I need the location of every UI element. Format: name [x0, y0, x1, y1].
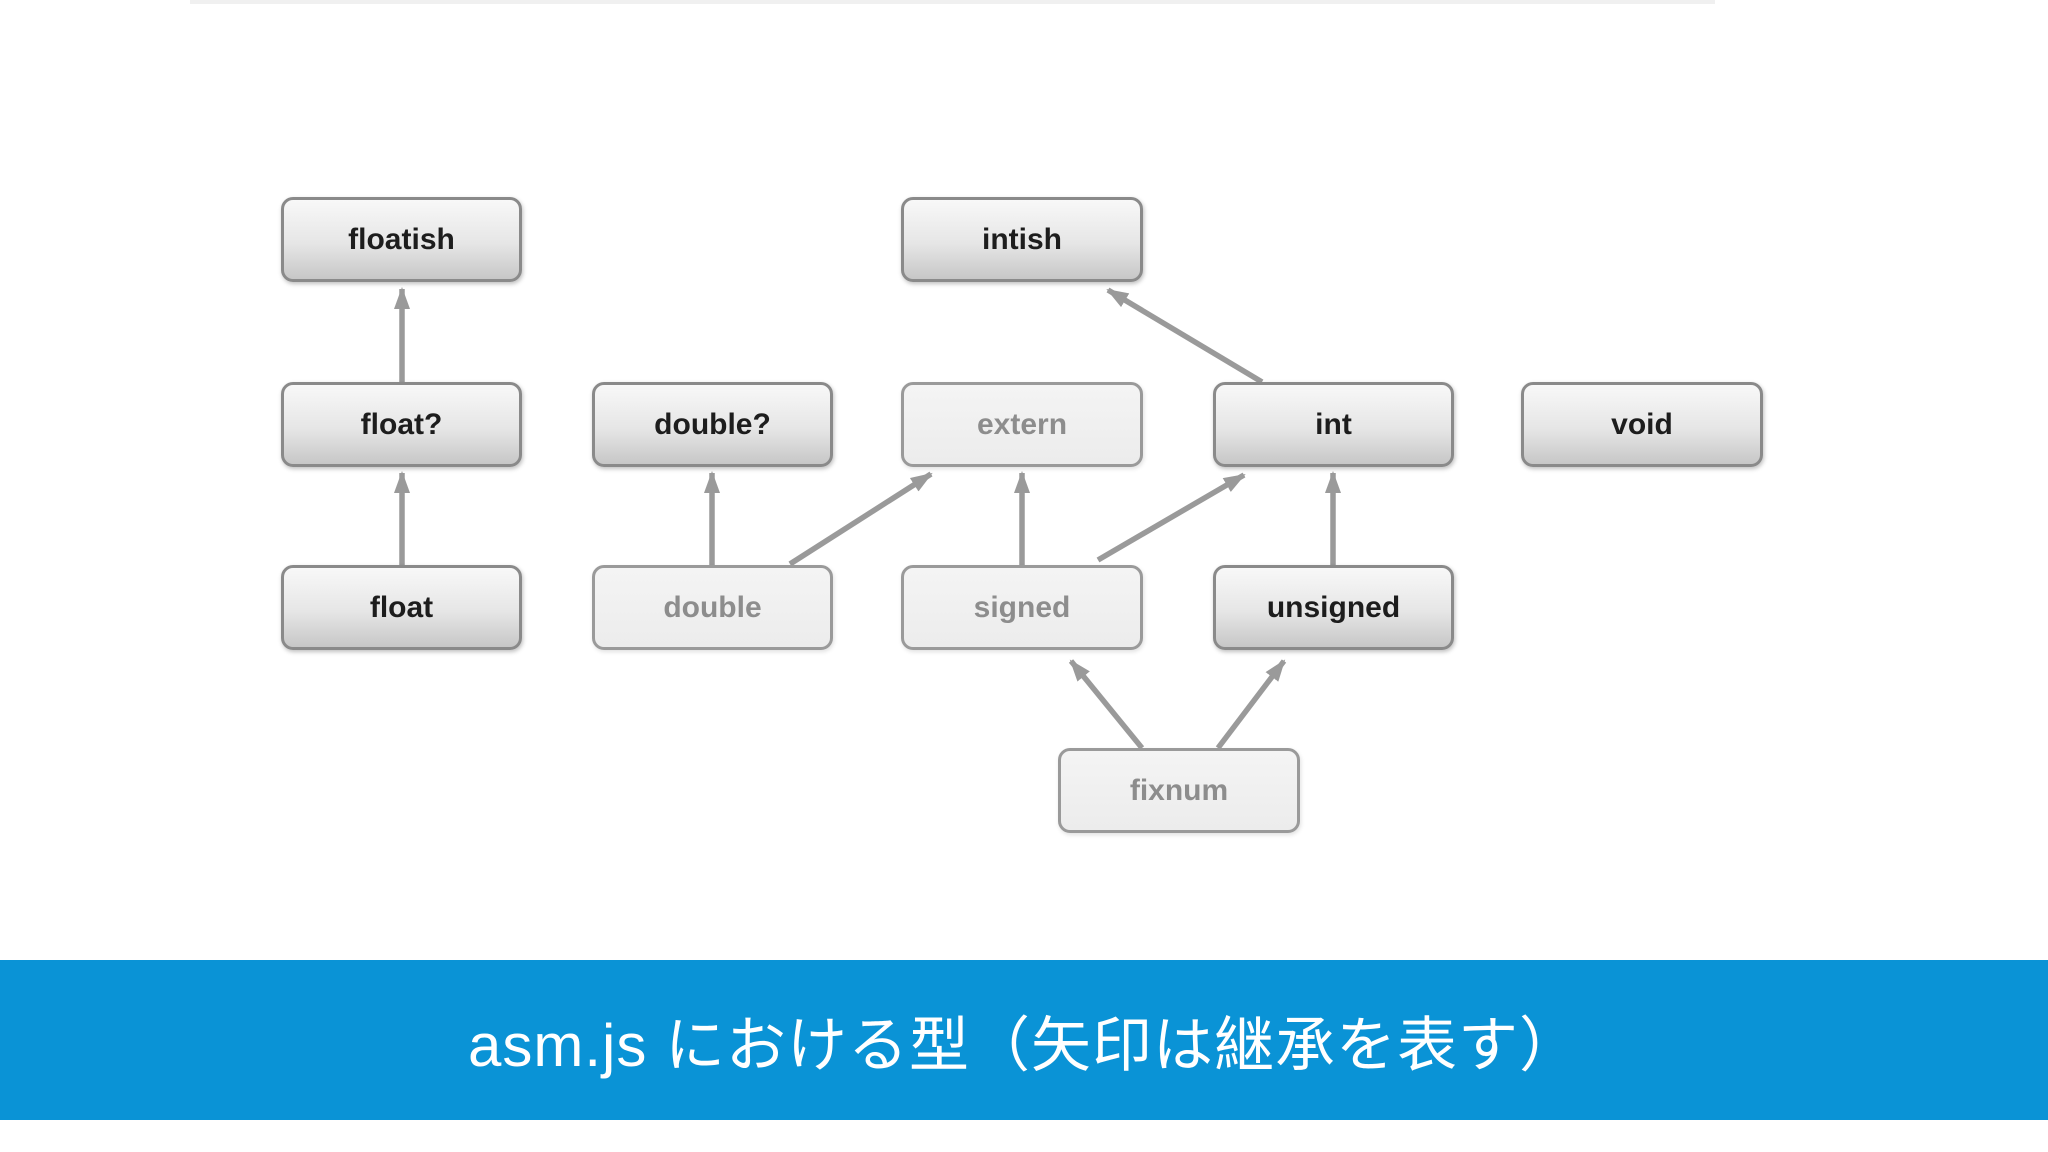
node-double: double: [592, 565, 833, 650]
node-float-label: float: [369, 590, 434, 624]
node-unsigned-label: unsigned: [1266, 590, 1401, 624]
node-intish: intish: [901, 197, 1143, 282]
node-float: float: [281, 565, 522, 650]
node-unsigned: unsigned: [1213, 565, 1454, 650]
node-signed: signed: [901, 565, 1143, 650]
arrow-signed-to-int: [1096, 472, 1246, 563]
node-extern: extern: [901, 382, 1143, 467]
node-fixnum-label: fixnum: [1129, 773, 1229, 807]
node-extern-label: extern: [976, 407, 1068, 441]
node-floatish: floatish: [281, 197, 522, 282]
arrow-fixnum-to-unsigned: [1215, 659, 1287, 750]
node-int: int: [1213, 382, 1454, 467]
node-fixnum: fixnum: [1058, 748, 1300, 833]
node-double-optional-label: double?: [654, 407, 771, 441]
arrow-int-to-intish: [1106, 287, 1264, 385]
node-int-label: int: [1315, 407, 1352, 441]
node-intish-label: intish: [982, 222, 1062, 256]
node-double-label: double: [663, 590, 762, 624]
slide-top-edge-line: [190, 0, 1715, 4]
node-void-label: void: [1611, 407, 1673, 441]
node-void: void: [1521, 382, 1763, 467]
caption-text: asm.js における型（矢印は継承を表す）: [467, 1011, 1581, 1079]
caption-bar: asm.js における型（矢印は継承を表す）: [0, 960, 2048, 1120]
node-float-optional-label: float?: [360, 407, 443, 441]
node-double-optional: double?: [592, 382, 833, 467]
node-signed-label: signed: [973, 590, 1071, 624]
arrow-double-to-extern: [788, 471, 933, 567]
node-float-optional: float?: [281, 382, 522, 467]
node-floatish-label: floatish: [348, 222, 455, 256]
arrow-fixnum-to-signed: [1068, 659, 1145, 750]
